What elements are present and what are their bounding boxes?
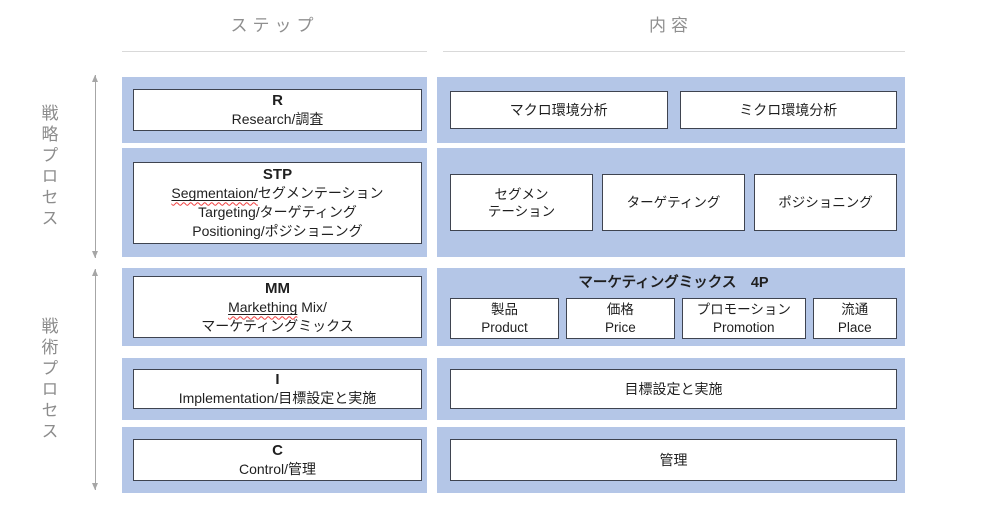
step-desc-marketing-mix-ja: マーケティングミックス <box>201 317 354 334</box>
marketing-mix-4p-title: マーケティングミックス 4P <box>578 275 769 291</box>
step-row-implementation: I Implementation/目標設定と実施 <box>122 358 427 420</box>
marketing-mix-4p-boxes: 製品 Product 価格 Price プロモーション Promotion 流通… <box>450 298 897 339</box>
header-divider-left <box>122 51 427 52</box>
targeting-box: ターゲティング <box>602 174 745 231</box>
step-abbr-research: R <box>272 92 283 109</box>
management-box: 管理 <box>450 439 897 481</box>
step-abbr-stp: STP <box>262 165 293 183</box>
content-row-analysis: マクロ環境分析 ミクロ環境分析 <box>437 77 905 143</box>
content-row-implementation: 目標設定と実施 <box>437 358 905 420</box>
step-abbr-control: C <box>272 442 283 459</box>
mix-item-place: 流通 Place <box>812 298 897 339</box>
macro-analysis-box: マクロ環境分析 <box>450 91 668 129</box>
mix-place-ja: 流通 <box>841 301 869 317</box>
positioning-box: ポジショニング <box>754 174 897 231</box>
mix-promotion-ja: プロモーション <box>696 301 791 317</box>
step-desc-positioning: Positioning/ポジショニング <box>192 222 363 239</box>
step-row-research: R Research/調査 <box>122 77 427 143</box>
step-abbr-mm: MM <box>265 279 290 297</box>
step-box-research: R Research/調査 <box>133 89 422 131</box>
step-desc-research: Research/調査 <box>231 111 324 127</box>
content-row-marketing-mix: マーケティングミックス 4P 製品 Product 価格 Price プロモーシ… <box>437 268 905 346</box>
underlined-text: Markething <box>228 299 297 315</box>
step-desc-segmentation: Segmentaion/セグメンテーション <box>134 184 421 203</box>
step-box-implementation: I Implementation/目標設定と実施 <box>133 369 422 409</box>
strategy-range-arrow <box>92 75 98 258</box>
column-header-steps: ステップ <box>230 16 319 35</box>
mix-product-en: Product <box>481 319 528 335</box>
column-header-contents: 内容 <box>649 16 693 35</box>
step-box-mm: MM Markething Mix/ マーケティングミックス <box>133 276 422 338</box>
mix-item-price: 価格 Price <box>565 298 675 339</box>
header-divider-right <box>443 51 905 52</box>
mix-product-ja: 製品 <box>490 301 518 317</box>
step-desc-targeting: Targeting/ターゲティング <box>198 203 357 220</box>
step-box-stp: STP Segmentaion/セグメンテーション Targeting/ターゲテ… <box>133 161 422 244</box>
step-desc-control: Control/管理 <box>238 461 317 477</box>
mix-promotion-en: Promotion <box>712 319 775 335</box>
mix-item-product: 製品 Product <box>450 298 559 339</box>
goal-setting-box: 目標設定と実施 <box>450 369 897 409</box>
segmentation-line2: テーション <box>487 203 556 219</box>
micro-analysis-box: ミクロ環境分析 <box>679 91 897 129</box>
underlined-text: Segmentaion/ <box>171 185 257 201</box>
misspelled-word-segmentaion: Segmentaion/ <box>171 184 258 201</box>
step-desc-implementation: Implementation/目標設定と実施 <box>178 390 377 406</box>
step-row-control: C Control/管理 <box>122 427 427 493</box>
segmentation-box: セグメン テーション <box>450 174 593 231</box>
tactics-range-arrow <box>92 269 98 490</box>
mix-price-ja: 価格 <box>606 301 634 317</box>
segmentation-line1: セグメン <box>494 186 549 202</box>
step-row-stp: STP Segmentaion/セグメンテーション Targeting/ターゲテ… <box>122 148 427 257</box>
segmentation-rest: セグメンテーション <box>257 184 384 201</box>
strategy-process-label: 戦略プロセス <box>38 103 58 230</box>
tactics-process-label: 戦術プロセス <box>38 316 58 443</box>
misspelled-word-markething: Markething <box>228 298 298 315</box>
mix-place-en: Place <box>837 319 872 335</box>
step-box-control: C Control/管理 <box>133 439 422 481</box>
step-abbr-implementation: I <box>275 371 280 388</box>
step-desc-marketing-mix-en: Markething Mix/ <box>134 298 421 317</box>
mix-item-promotion: プロモーション Promotion <box>681 298 806 339</box>
content-row-control: 管理 <box>437 427 905 493</box>
step-row-mm: MM Markething Mix/ マーケティングミックス <box>122 268 427 346</box>
mix-price-en: Price <box>605 319 636 335</box>
marketing-mix-rest: Mix/ <box>297 298 327 315</box>
content-row-stp: セグメン テーション ターゲティング ポジショニング <box>437 148 905 257</box>
